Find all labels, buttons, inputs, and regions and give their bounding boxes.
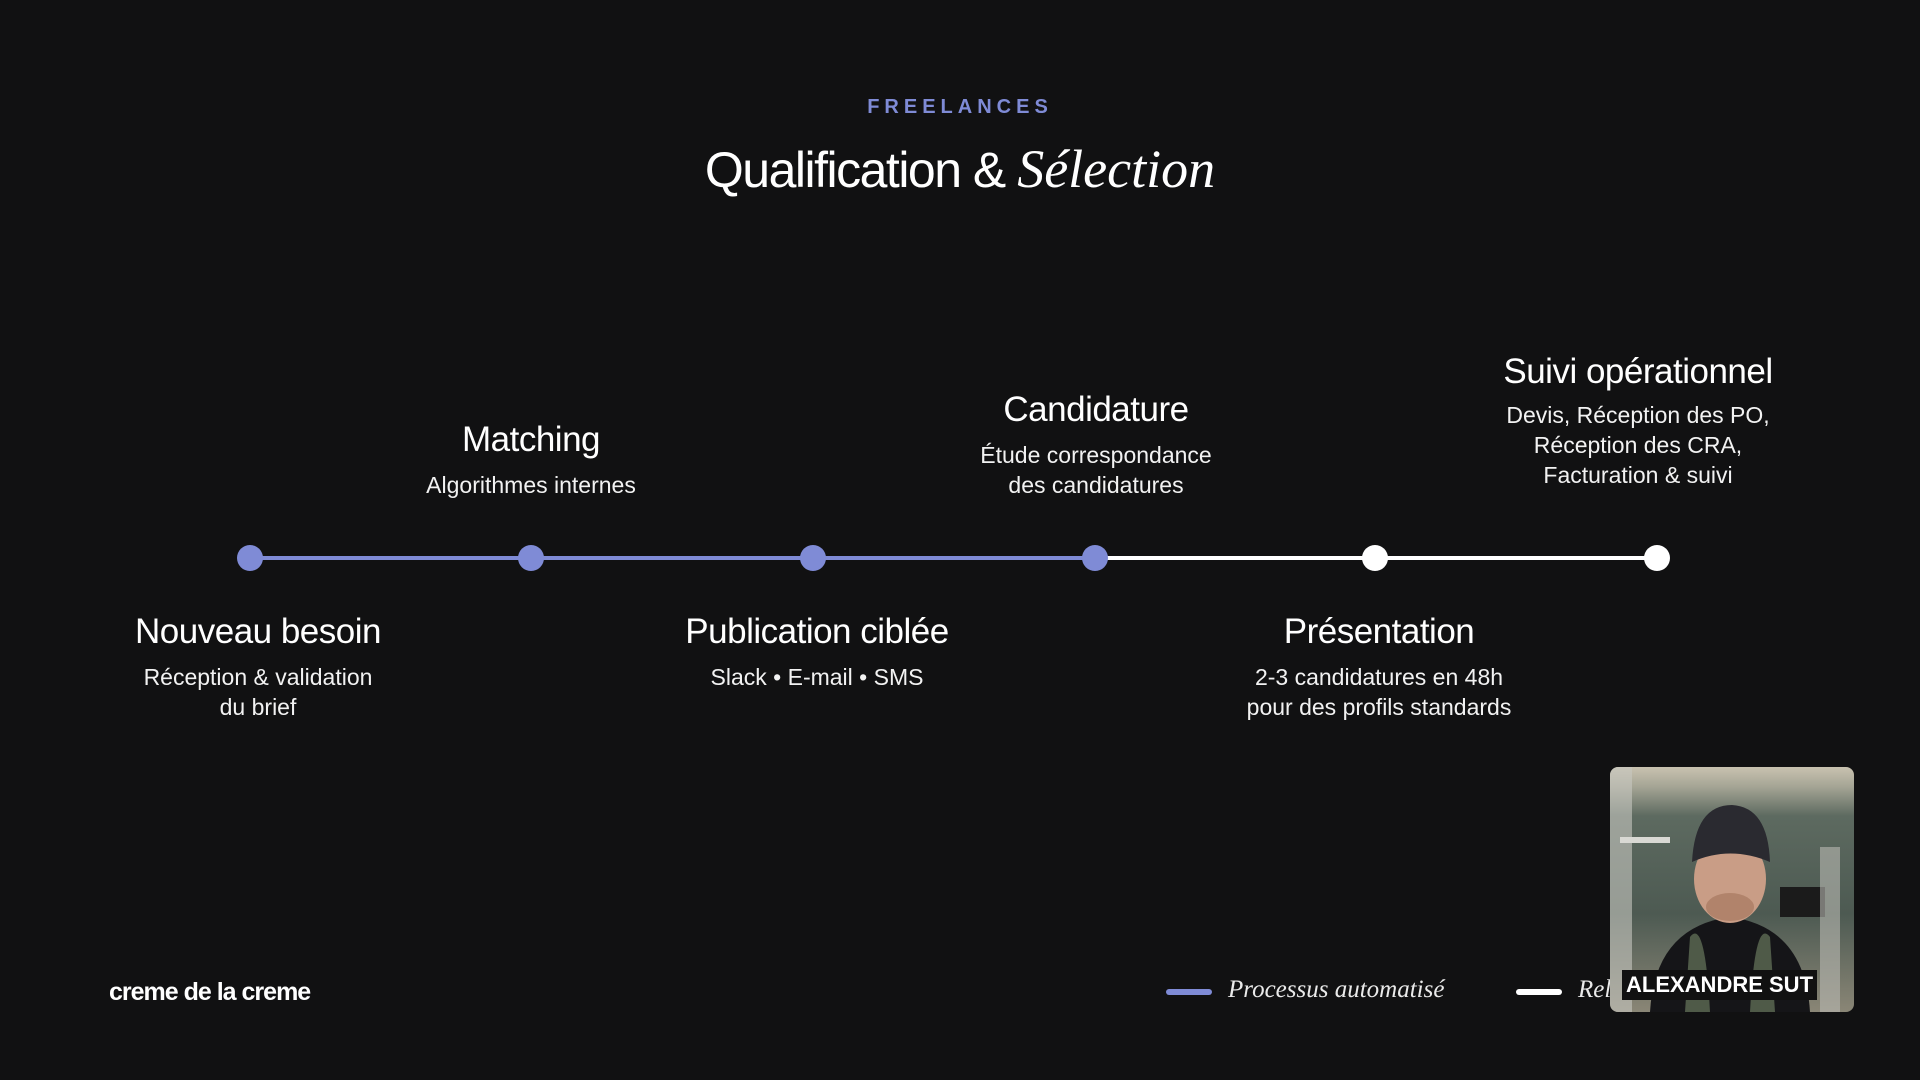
title-plain: Qualification & xyxy=(704,142,1006,198)
step-desc-line: Slack • E-mail • SMS xyxy=(710,664,924,690)
step-title: Matching xyxy=(461,420,601,459)
step-nouveau-besoin: Nouveau besoin Réception & validation du … xyxy=(135,612,381,722)
timeline-dot-2 xyxy=(518,545,544,571)
step-desc-line: pour des profils standards xyxy=(1246,694,1512,720)
step-publication-ciblee: Publication ciblée Slack • E-mail • SMS xyxy=(685,612,949,692)
step-title: Candidature xyxy=(1003,390,1189,429)
section-eyebrow: FREELANCES xyxy=(867,96,1053,118)
step-suivi-operationnel: Suivi opérationnel Devis, Réception des … xyxy=(1503,352,1773,490)
brand-logo: creme de la creme xyxy=(109,978,311,1006)
title-italic: Sélection xyxy=(1017,139,1216,199)
step-desc-line: Étude correspondance xyxy=(980,442,1212,468)
step-desc: Slack • E-mail • SMS xyxy=(685,662,948,692)
step-desc-line: Devis, Réception des PO, xyxy=(1506,402,1770,428)
step-desc-line: Facturation & suivi xyxy=(1543,462,1733,488)
step-candidature: Candidature Étude correspondance des cand… xyxy=(980,390,1211,500)
step-presentation: Présentation 2-3 candidatures en 48h pour… xyxy=(1247,612,1512,722)
step-title: Publication ciblée xyxy=(685,612,949,651)
step-desc: Étude correspondance des candidatures xyxy=(980,440,1211,500)
timeline-dot-5 xyxy=(1362,545,1388,571)
presenter-name-label: ALEXANDRE SUT xyxy=(1622,970,1818,1000)
step-desc: Réception & validation du brief xyxy=(135,662,381,722)
timeline-dot-4 xyxy=(1082,545,1108,571)
page-title: Qualification & Sélection xyxy=(705,138,1215,200)
legend-automated-swatch xyxy=(1166,989,1212,995)
step-desc-line: Réception des CRA, xyxy=(1533,432,1743,458)
timeline-dot-1 xyxy=(237,545,263,571)
legend-manual-label: Rel xyxy=(1578,976,1612,1003)
legend-manual-swatch xyxy=(1516,989,1562,995)
step-title: Présentation xyxy=(1283,612,1475,651)
legend-automated-label: Processus automatisé xyxy=(1228,976,1445,1003)
step-desc: Devis, Réception des PO, Réception des CR… xyxy=(1503,400,1772,490)
step-matching: Matching Algorithmes internes xyxy=(426,420,636,500)
timeline-automated-line xyxy=(250,556,1095,560)
step-desc-line: des candidatures xyxy=(1008,472,1184,498)
step-title: Nouveau besoin xyxy=(135,612,381,651)
step-desc-line: du brief xyxy=(219,694,297,720)
step-desc-line: Réception & validation xyxy=(143,664,373,690)
step-desc-line: 2-3 candidatures en 48h xyxy=(1254,664,1504,690)
timeline-dot-3 xyxy=(800,545,826,571)
step-desc: 2-3 candidatures en 48h pour des profils … xyxy=(1247,662,1512,722)
step-desc-line: Algorithmes internes xyxy=(426,472,636,498)
step-title: Suivi opérationnel xyxy=(1503,352,1773,391)
webcam-video: ALEXANDRE SUT xyxy=(1610,767,1854,1012)
timeline-dot-6 xyxy=(1644,545,1670,571)
step-desc: Algorithmes internes xyxy=(426,470,636,500)
